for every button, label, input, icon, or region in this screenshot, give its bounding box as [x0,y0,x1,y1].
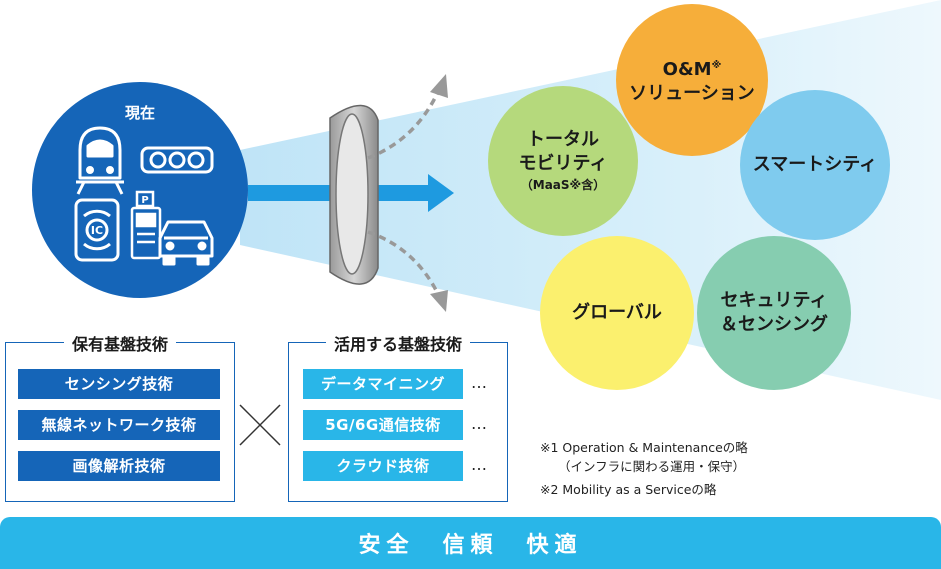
owned-tech-panel: 保有基盤技術 センシング技術 無線ネットワーク技術 画像解析技術 [5,335,235,502]
circle-total-mobility: トータル モビリティ （MaaS※含） [488,86,638,236]
parking-meter-icon: P [130,190,162,260]
owned-tech-title: 保有基盤技術 [6,331,234,355]
owned-tech-wireless-network: 無線ネットワーク技術 [18,410,220,440]
footnote-1: ※1 Operation & Maintenanceの略 [540,440,748,455]
total-mobility-line1: トータル [527,129,599,150]
total-mobility-line2: モビリティ [518,153,608,174]
lens-ring [329,104,379,285]
security-line2: ＆センシング [720,314,828,335]
global-title: グローバル [572,302,662,323]
ellipsis: … [471,414,488,433]
security-line1: セキュリティ [720,290,828,311]
footer-bar: 安全 信頼 快適 [0,517,941,569]
svg-text:IC: IC [91,224,103,237]
circle-global: グローバル [540,236,694,390]
utilized-tech-5g6g: 5G/6G通信技術 [303,410,463,440]
svg-text:P: P [141,195,148,206]
owned-tech-sensing: センシング技術 [18,369,220,399]
utilized-tech-panel: 活用する基盤技術 データマイニング 5G/6G通信技術 クラウド技術 … … … [288,335,508,502]
circle-smart-city: スマートシティ [740,90,890,240]
current-label: 現在 [124,104,155,122]
circle-security-sensing: セキュリティ ＆センシング [697,236,851,390]
ic-card-icon: IC [74,198,120,262]
circle-om-solution: O&M※ ソリューション [616,4,768,156]
utilized-tech-title: 活用する基盤技術 [289,331,507,355]
om-subtitle: ソリューション [629,83,755,104]
cross-symbol [239,404,281,446]
dashed-arrow-down [367,230,448,312]
ellipsis: … [471,455,488,474]
car-icon [158,220,214,266]
smart-city-title: スマートシティ [752,154,878,175]
total-mobility-note: （MaaS※含） [520,178,606,192]
om-title: O&M※ [662,59,722,80]
footnote-1-detail: （インフラに関わる運用・保守） [558,459,746,474]
dashed-arrow-up [367,74,448,160]
footnote-2: ※2 Mobility as a Serviceの略 [540,482,717,497]
utilized-tech-data-mining: データマイニング [303,369,463,399]
train-icon [76,126,124,195]
traffic-light-icon [140,146,214,174]
owned-tech-image-analysis: 画像解析技術 [18,451,220,481]
ellipsis: … [471,373,488,392]
utilized-tech-cloud: クラウド技術 [303,451,463,481]
